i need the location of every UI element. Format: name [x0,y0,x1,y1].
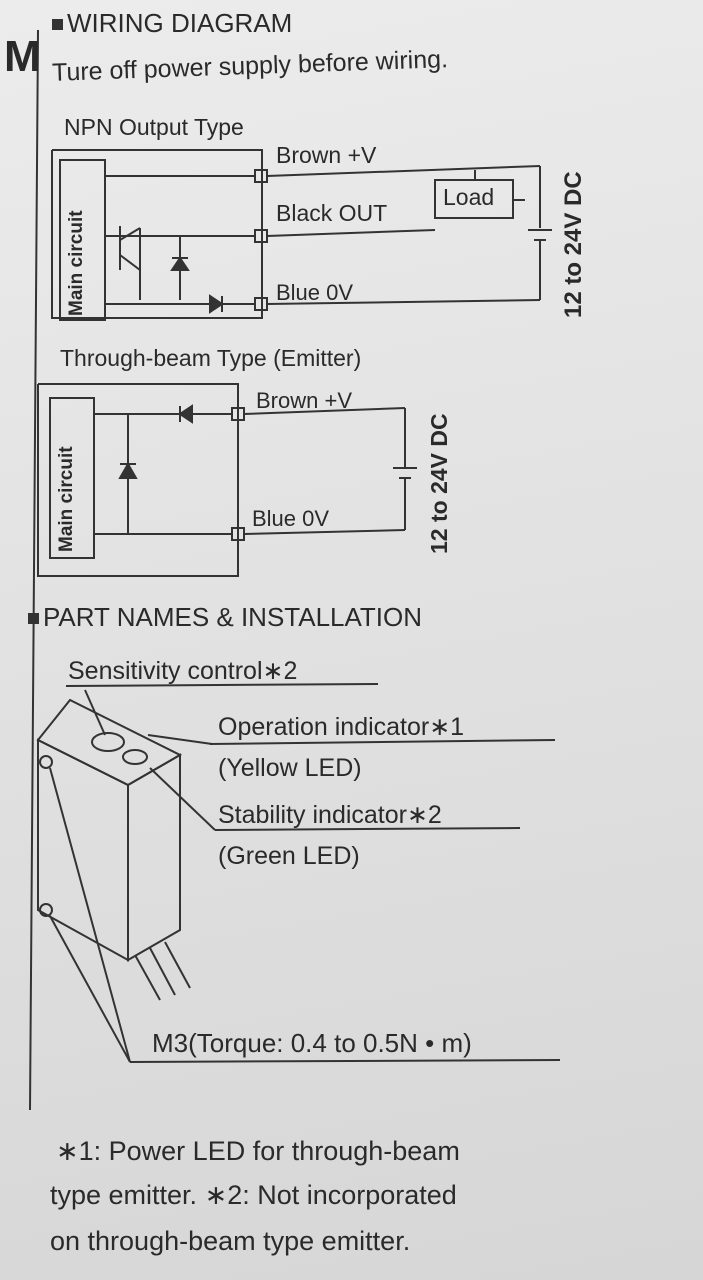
npn-main-circuit-label: Main circuit [66,210,87,316]
footnote-line-3: on through-beam type emitter. [50,1226,411,1256]
emitter-main-circuit-label: Main circuit [56,446,77,552]
edge-letter: M [4,32,41,81]
parts-title-text: PART NAMES & INSTALLATION [43,602,423,632]
npn-main-circuit-box [59,159,106,321]
bullet-square-icon [52,19,63,30]
emitter-enclosure [37,383,239,577]
emitter-title: Through-beam Type (Emitter) [60,345,362,371]
npn-supply-label: 12 to 24V DC [560,171,587,318]
wiring-title-text: WIRING DIAGRAM [67,8,293,38]
m3-torque-label: M3(Torque: 0.4 to 0.5N • m) [152,1028,472,1058]
npn-enclosure [51,149,263,319]
operation-label: Operation indicator∗1 [218,713,465,741]
footnote-line-2: type emitter. ∗2: Not incorporated [50,1180,457,1210]
sensor-side [127,753,181,962]
emitter-supply-label: 12 to 24V DC [426,413,452,554]
npn-title: NPN Output Type [64,114,244,140]
operation-sub-label: (Yellow LED) [218,754,362,782]
npn-brown-label: Brown +V [276,142,377,168]
npn-blue-label: Blue 0V [276,280,354,305]
npn-black-label: Black OUT [276,200,388,226]
load-label: Load [443,184,495,210]
section-title-wiring: WIRING DIAGRAM [52,8,292,39]
margin-line [29,29,39,1111]
stability-sub-label: (Green LED) [218,842,360,870]
footnote-line-1: ∗1: Power LED for through-beam [56,1136,460,1166]
sensitivity-label: Sensitivity control∗2 [68,657,298,685]
sensor-top [36,698,183,787]
emitter-brown-label: Brown +V [256,388,352,413]
stability-label: Stability indicator∗2 [218,801,442,829]
emitter-blue-label: Blue 0V [252,506,330,531]
section-title-parts: PART NAMES & INSTALLATION [28,602,422,633]
bullet-square-icon [28,613,39,624]
emitter-main-circuit-box [49,397,95,559]
